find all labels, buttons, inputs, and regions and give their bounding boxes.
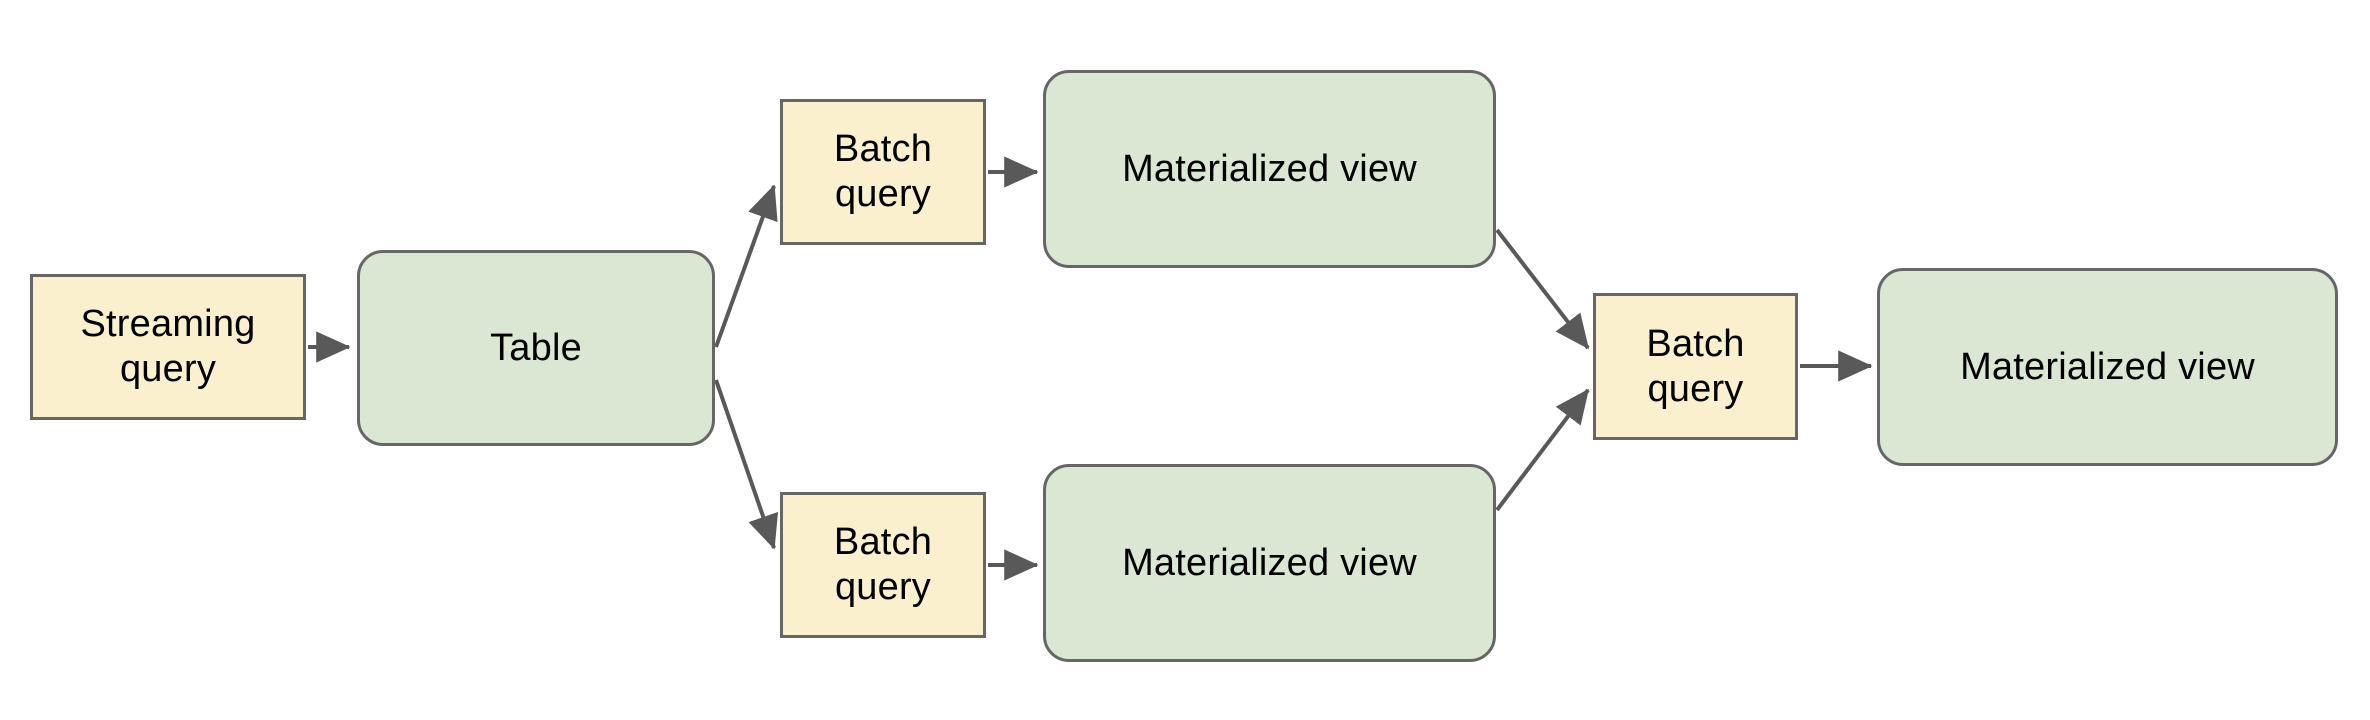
- node-table-label: Table: [490, 326, 582, 369]
- edge-table-to-batch-query-top: [714, 184, 778, 348]
- node-streaming-query[interactable]: Streaming query: [30, 274, 306, 420]
- node-materialized-view-bottom[interactable]: Materialized view: [1043, 464, 1496, 662]
- node-batch-query-top[interactable]: Batch query: [780, 99, 986, 245]
- node-batch-query-right[interactable]: Batch query: [1593, 293, 1798, 440]
- node-batch-query-top-label: Batch query: [833, 128, 933, 215]
- node-materialized-view-top-label: Materialized view: [1122, 147, 1417, 190]
- node-table[interactable]: Table: [357, 250, 715, 446]
- edge-materialized-view-bottom-to-batch-query-right: [1495, 388, 1590, 512]
- node-batch-query-bottom-label: Batch query: [833, 521, 933, 608]
- node-materialized-view-final[interactable]: Materialized view: [1877, 268, 2338, 466]
- node-batch-query-bottom[interactable]: Batch query: [780, 492, 986, 638]
- node-materialized-view-top[interactable]: Materialized view: [1043, 70, 1496, 268]
- edge-table-to-batch-query-bottom: [714, 379, 779, 550]
- node-materialized-view-final-label: Materialized view: [1960, 345, 2255, 388]
- node-streaming-query-label: Streaming query: [80, 303, 256, 390]
- edge-materialized-view-top-to-batch-query-right: [1495, 228, 1590, 350]
- node-materialized-view-bottom-label: Materialized view: [1122, 541, 1417, 584]
- node-batch-query-right-label: Batch query: [1646, 322, 1745, 410]
